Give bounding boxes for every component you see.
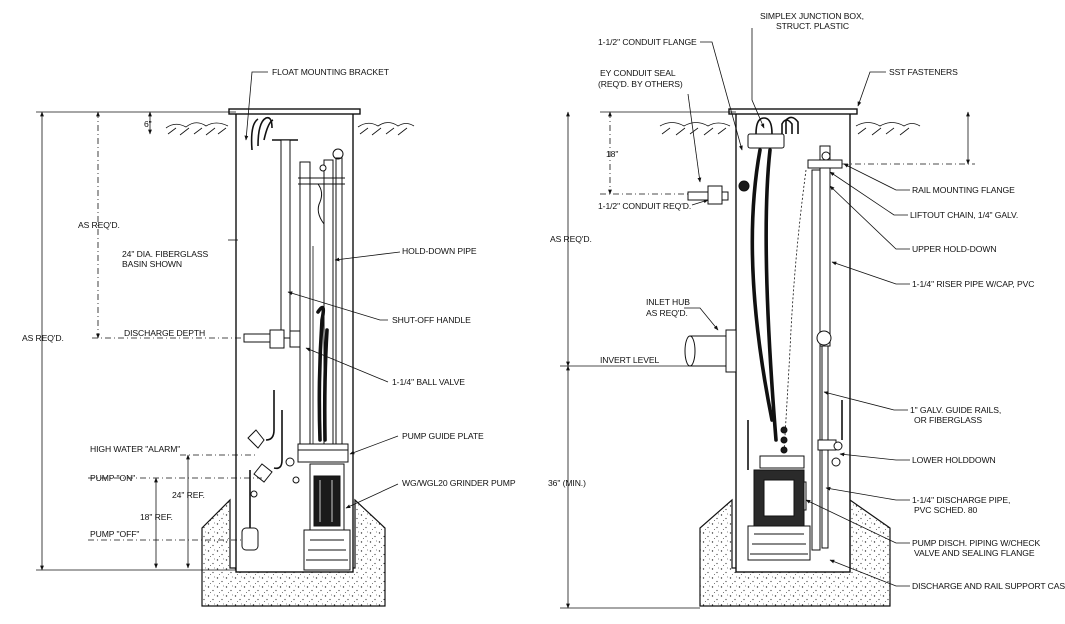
right-grinder-pump: [747, 455, 811, 561]
label-riser-pipe: 1-1/4" RISER PIPE W/CAP, PVC: [912, 279, 1034, 289]
pump-guide-plate: [297, 443, 349, 463]
label-invert-level: INVERT LEVEL: [600, 355, 659, 365]
right-station: SIMPLEX JUNCTION BOX, STRUCT. PLASTIC 1-…: [548, 11, 1065, 609]
label-eighteen: 18": [606, 149, 618, 159]
right-ground-surface: [659, 122, 921, 136]
label-as-reqd-outer: AS REQ'D.: [22, 333, 64, 343]
label-conduit-reqd: 1-1/2" CONDUIT REQ'D.: [598, 201, 691, 211]
guide-rail-1: [811, 169, 821, 551]
label-inlet-hub-line1: INLET HUB: [646, 297, 690, 307]
label-basin-line1: 24" DIA. FIBERGLASS: [122, 249, 209, 259]
junction-box: [738, 116, 799, 192]
label-liftout-chain: LIFTOUT CHAIN, 1/4" GALV.: [910, 210, 1018, 220]
label-junction-box-line2: STRUCT. PLASTIC: [776, 21, 849, 31]
label-pump-disch-line2: VALVE AND SEALING FLANGE: [914, 548, 1035, 558]
label-high-water-alarm: HIGH WATER "ALARM": [90, 444, 180, 454]
left-station: FLOAT MOUNTING BRACKET 6" AS REQ'D. 24" …: [22, 67, 516, 607]
label-lower-holddown: LOWER HOLDDOWN: [912, 455, 996, 465]
label-discharge-pipe-line1: 1-1/4" DISCHARGE PIPE,: [912, 495, 1010, 505]
left-ground-surface: [165, 122, 415, 136]
label-shut-off-handle: SHUT-OFF HANDLE: [392, 315, 471, 325]
label-thirty-six-min: 36" (MIN.): [548, 478, 586, 488]
label-ball-valve: 1-1/4" BALL VALVE: [392, 377, 465, 387]
inlet-hub: [684, 329, 737, 373]
label-ey-seal-line2: (REQ'D. BY OTHERS): [598, 79, 683, 89]
label-guide-rails-line2: OR FIBERGLASS: [914, 415, 982, 425]
rail-mounting-flange: [807, 159, 843, 169]
label-rail-mounting-flange: RAIL MOUNTING FLANGE: [912, 185, 1015, 195]
label-ref-24: 24" REF.: [172, 490, 205, 500]
label-inlet-hub-line2: AS REQ'D.: [646, 308, 688, 318]
label-sst-fasteners: SST FASTENERS: [889, 67, 958, 77]
label-pump-disch-line1: PUMP DISCH. PIPING W/CHECK: [912, 538, 1040, 548]
riser-pipe: [819, 145, 831, 347]
label-pump-on: PUMP "ON": [90, 473, 135, 483]
label-junction-box-line1: SIMPLEX JUNCTION BOX,: [760, 11, 864, 21]
grinder-pump: [303, 463, 351, 571]
label-guide-rails-line1: 1" GALV. GUIDE RAILS,: [910, 405, 1001, 415]
label-grinder-pump: WG/WGL20 GRINDER PUMP: [402, 478, 516, 488]
label-as-reqd-inner: AS REQ'D.: [78, 220, 120, 230]
label-discharge-pipe-line2: PVC SCHED. 80: [914, 505, 977, 515]
label-discharge-rail-case: DISCHARGE AND RAIL SUPPORT CASE: [912, 581, 1065, 591]
label-pump-off: PUMP "OFF": [90, 529, 139, 539]
label-discharge-depth: DISCHARGE DEPTH: [124, 328, 205, 338]
label-six-inch: 6": [144, 119, 152, 129]
label-pump-guide-plate: PUMP GUIDE PLATE: [402, 431, 484, 441]
label-upper-hold-down: UPPER HOLD-DOWN: [912, 244, 996, 254]
float-switches: [241, 390, 300, 551]
conduit: [687, 185, 729, 205]
label-ref-18: 18" REF.: [140, 512, 173, 522]
label-hold-down-pipe: HOLD-DOWN PIPE: [402, 246, 477, 256]
label-ey-seal-line1: EY CONDUIT SEAL: [600, 68, 676, 78]
discharge-riser: [299, 161, 311, 463]
label-float-mounting-bracket: FLOAT MOUNTING BRACKET: [272, 67, 390, 77]
shut-off-handle-rod: [280, 139, 291, 339]
label-basin-line2: BASIN SHOWN: [122, 259, 182, 269]
label-conduit-flange: 1-1/2" CONDUIT FLANGE: [598, 37, 697, 47]
label-as-reqd-right: AS REQ'D.: [550, 234, 592, 244]
